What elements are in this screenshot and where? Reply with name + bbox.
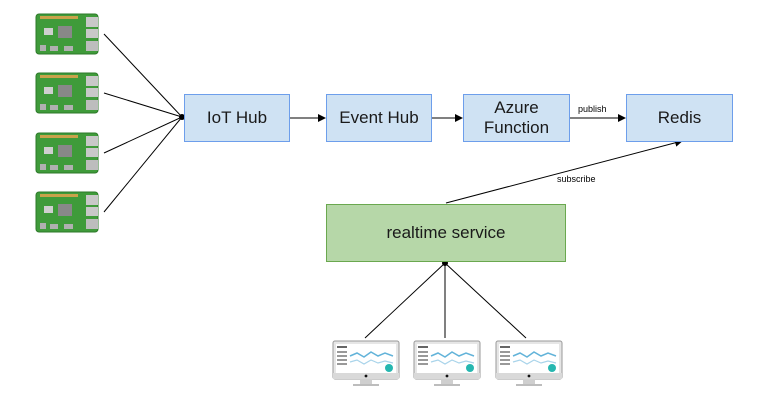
- realtime-service-label: realtime service: [386, 223, 506, 243]
- raspberry-pi-board-icon: [35, 191, 99, 233]
- raspberry-pi-board-icon: [35, 13, 99, 55]
- client-connectors: [364, 262, 527, 339]
- iot-hub-node[interactable]: IoT Hub: [184, 94, 290, 142]
- event-hub-node[interactable]: Event Hub: [326, 94, 432, 142]
- iot-hub-label: IoT Hub: [206, 108, 268, 128]
- event-hub-label: Event Hub: [339, 108, 419, 128]
- azure-function-label: Azure Function: [483, 98, 550, 137]
- desktop-monitor-dashboard-icon: [332, 340, 400, 387]
- subscribe-edge-label: subscribe: [557, 174, 596, 184]
- desktop-monitor-dashboard-icon: [413, 340, 481, 387]
- fan-in-junction: [179, 114, 185, 120]
- publish-edge-label: publish: [578, 104, 607, 114]
- redis-node[interactable]: Redis: [626, 94, 733, 142]
- realtime-service-node[interactable]: realtime service: [326, 204, 566, 262]
- desktop-monitor-dashboard-icon: [495, 340, 563, 387]
- arrow-service-to-redis: [445, 138, 683, 204]
- azure-function-node[interactable]: Azure Function: [463, 94, 570, 142]
- raspberry-pi-board-icon: [35, 132, 99, 174]
- redis-label: Redis: [657, 108, 702, 128]
- raspberry-pi-board-icon: [35, 72, 99, 114]
- device-connectors: [103, 33, 183, 213]
